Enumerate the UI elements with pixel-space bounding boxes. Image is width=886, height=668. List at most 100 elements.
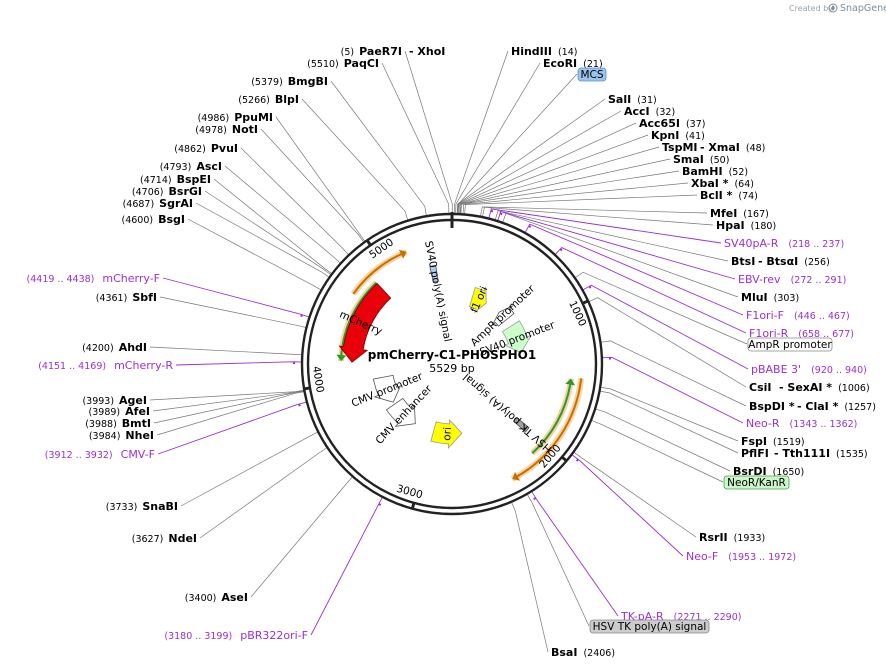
- site-sexai[interactable]: - SexAI *(1006): [779, 381, 870, 394]
- primer-mark: [575, 458, 579, 462]
- site-name: - SexAI *: [779, 381, 832, 394]
- site-ecori[interactable]: EcoRI(21): [543, 57, 603, 70]
- site-bspei[interactable]: BspEI(4714): [140, 173, 211, 186]
- site-bts-i[interactable]: - BtsαI(256): [758, 255, 830, 268]
- site-name: NheI: [125, 429, 154, 442]
- site-bsgi[interactable]: BsgI(4600): [122, 213, 186, 226]
- primer-name: mCherry-F: [102, 272, 160, 285]
- site-asei[interactable]: AseI(3400): [185, 591, 248, 604]
- primer-cmv-f[interactable]: CMV-F(3912 .. 3932): [45, 448, 155, 461]
- primer-neo-r[interactable]: Neo-R(1343 .. 1362): [746, 417, 857, 430]
- primer-mcherry-r[interactable]: mCherry-R(4151 .. 4169): [38, 359, 173, 372]
- feature-hsv-tk-poly-a-signal[interactable]: HSV TK poly(A) signal: [461, 371, 554, 455]
- site-btsi[interactable]: BtsI: [731, 255, 755, 268]
- site-agei[interactable]: AgeI(3993): [82, 394, 147, 407]
- leader-line: [240, 147, 349, 255]
- leader-line: [224, 165, 341, 264]
- site-mfei[interactable]: MfeI (167): [710, 207, 769, 220]
- site-mlui[interactable]: MluI(303): [741, 291, 799, 304]
- feature-ori[interactable]: ori: [430, 418, 463, 449]
- snapgene-credit: Created by SnapGene: [789, 3, 886, 14]
- site-afei[interactable]: AfeI(3989): [89, 405, 150, 418]
- site-position: (167): [743, 209, 769, 220]
- site-pvui[interactable]: PvuI(4862): [174, 142, 238, 155]
- primer-sv40pa-r[interactable]: SV40pA-R(218 .. 237): [724, 237, 844, 250]
- site-csii[interactable]: CsiI: [749, 381, 771, 394]
- site-sgrai[interactable]: SgrAI(4687): [123, 197, 193, 210]
- site-bmti[interactable]: BmtI(3988): [85, 417, 151, 430]
- site-snabi[interactable]: SnaBI(3733): [106, 500, 178, 513]
- site-pflfi[interactable]: PflFI: [741, 447, 769, 460]
- site-xmai[interactable]: - XmaI(48): [700, 141, 765, 154]
- site-position: (5266): [238, 95, 270, 106]
- site-name: RsrII: [699, 531, 728, 544]
- feature-tag-hsv-tk-poly-a-signal[interactable]: HSV TK poly(A) signal: [589, 619, 710, 634]
- site-name: SbfI: [132, 291, 157, 304]
- primer-f1ori-f[interactable]: F1ori-F(446 .. 467): [746, 309, 850, 322]
- site-bspdi[interactable]: BspDI *: [749, 400, 795, 413]
- site-bsrgi[interactable]: BsrGI(4706): [132, 185, 202, 198]
- feature-tag-neor-kanr[interactable]: NeoR/KanR: [723, 475, 790, 490]
- site-bmgbi[interactable]: BmgBI(5379): [251, 75, 328, 88]
- site-name: MfeI: [710, 207, 737, 220]
- feature-label: HSV TK poly(A) signal: [461, 371, 554, 455]
- site-paqci[interactable]: PaqCI(5510): [307, 57, 379, 70]
- site-position: (3989): [89, 407, 121, 418]
- site-position: (4200): [82, 343, 114, 354]
- feature-shape: [385, 397, 416, 427]
- site-ppumi[interactable]: PpuMI(4986): [198, 111, 273, 124]
- site-bcli[interactable]: BclI *(74): [700, 189, 758, 202]
- site-asci[interactable]: AscI(4793): [160, 160, 222, 173]
- primer-mark: [499, 212, 503, 216]
- site-position: (180): [751, 221, 777, 232]
- feature-shape: [501, 320, 532, 354]
- site-tspmi[interactable]: TspMI: [662, 141, 698, 154]
- site-sbfi[interactable]: SbfI(4361): [96, 291, 157, 304]
- site-bamhi[interactable]: BamHI(52): [682, 165, 748, 178]
- leader-line: [601, 340, 747, 407]
- site-clai[interactable]: - ClaI *(1257): [797, 400, 876, 413]
- primer-mcherry-f[interactable]: mCherry-F(4419 .. 4438): [27, 272, 160, 285]
- primer-pbr322ori-f[interactable]: pBR322ori-F(3180 .. 3199): [164, 629, 308, 642]
- site-blpi[interactable]: BlpI(5266): [238, 93, 299, 106]
- site-fspi[interactable]: FspI(1519): [741, 435, 805, 448]
- site-xbai[interactable]: XbaI *(64): [691, 177, 754, 190]
- site-name: FspI: [741, 435, 767, 448]
- site-rsrii[interactable]: RsrII(1933): [699, 531, 765, 544]
- feature-tag-mcs[interactable]: MCS: [577, 67, 607, 82]
- leader-line: [457, 122, 637, 214]
- site-name: BsgI: [158, 213, 185, 226]
- site-name: BamHI: [682, 165, 723, 178]
- site-name: BclI *: [700, 189, 733, 202]
- leader-line: [583, 284, 749, 370]
- primer-pbabe-3[interactable]: pBABE 3'(920 .. 940): [751, 363, 867, 376]
- site-position: (1535): [836, 449, 868, 460]
- site-sali[interactable]: SalI(31): [608, 93, 657, 106]
- primer-f1ori-r[interactable]: F1ori-R(658 .. 677): [749, 327, 854, 340]
- site-xhoi[interactable]: - XhoI: [409, 45, 445, 58]
- feature-sv40-poly-a-signal[interactable]: SV40 poly(A) signal: [422, 240, 454, 343]
- feature-f1-ori[interactable]: f1 ori: [469, 285, 491, 315]
- site-name: KpnI: [651, 129, 679, 142]
- site-ahdi[interactable]: AhdI(4200): [82, 341, 147, 354]
- site-tth111i[interactable]: - Tth111I(1535): [774, 447, 868, 460]
- site-bsai[interactable]: BsaI(2406): [551, 646, 615, 659]
- site-smai[interactable]: SmaI(50): [673, 153, 729, 166]
- primer-name: Neo-R: [746, 417, 780, 430]
- site-nhei[interactable]: NheI(3984): [89, 429, 154, 442]
- primer-ebv-rev[interactable]: EBV-rev(272 .. 291): [738, 273, 846, 286]
- leader-line: [575, 271, 748, 345]
- primer-neo-f[interactable]: Neo-F(1953 .. 1972): [686, 550, 796, 563]
- site-bsrdi[interactable]: BsrDI(1650): [733, 465, 804, 478]
- site-hpai[interactable]: HpaI(180): [716, 219, 776, 232]
- site-noti[interactable]: NotI(4978): [195, 123, 258, 136]
- site-acc65i[interactable]: Acc65I(37): [639, 117, 705, 130]
- site-hindiii[interactable]: HindIII(14): [511, 45, 577, 58]
- feature-tag-ampr-promoter[interactable]: AmpR promoter: [747, 337, 833, 352]
- leader-line: [600, 390, 739, 454]
- site-kpni[interactable]: KpnI(41): [651, 129, 705, 142]
- site-ndei[interactable]: NdeI(3627): [132, 532, 197, 545]
- leader-line: [175, 361, 302, 366]
- site-acci[interactable]: AccI(32): [624, 105, 675, 118]
- site-paer7i[interactable]: PaeR7I(5): [341, 45, 402, 58]
